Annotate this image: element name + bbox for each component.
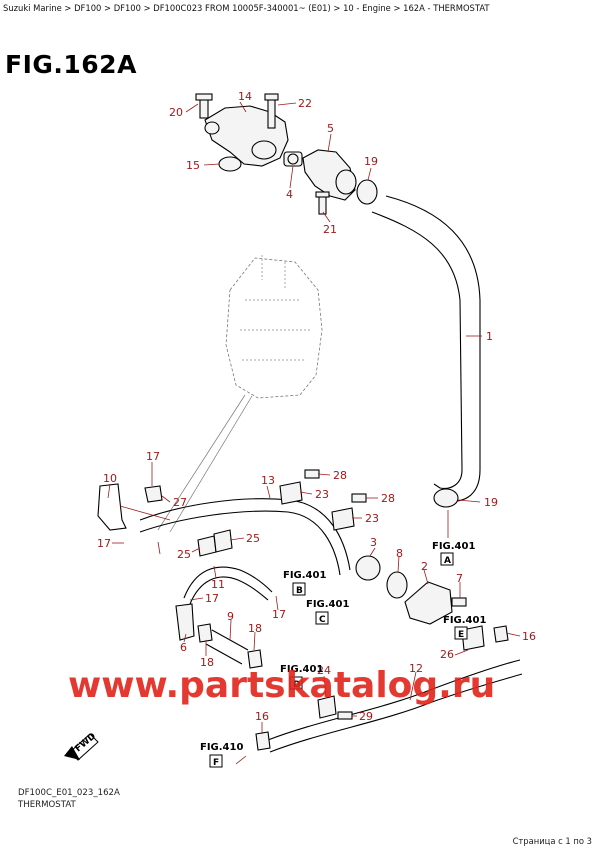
fig-ref-c[interactable]: FIG.401 C: [306, 599, 349, 625]
fig-ref-b[interactable]: FIG.401 B: [283, 570, 326, 596]
fig-ref-d[interactable]: FIG.401 D: [280, 664, 323, 690]
diagram-code: DF100C_E01_023_162A: [18, 788, 120, 798]
callout-21[interactable]: 21: [323, 223, 337, 236]
fig-ref-e[interactable]: FIG.401 E: [443, 615, 486, 640]
bolt-part-21: [315, 191, 330, 215]
clip-part-25-b: [213, 529, 233, 553]
thermostat-housing-part: [302, 149, 357, 201]
clamp-part-18-right: [247, 649, 263, 669]
callout-2[interactable]: 2: [421, 560, 428, 573]
clamp-part-19-lower: [433, 488, 459, 508]
fwd-arrow-icon: [64, 733, 99, 761]
svg-text:FIG.401: FIG.401: [432, 541, 475, 552]
callout-25-left[interactable]: 25: [177, 548, 191, 561]
callout-9[interactable]: 9: [227, 610, 234, 623]
svg-text:A: A: [444, 556, 451, 566]
callout-22[interactable]: 22: [298, 97, 312, 110]
bolt-part-29: [337, 711, 353, 720]
callout-6[interactable]: 6: [180, 641, 187, 654]
callout-17-a[interactable]: 17: [146, 450, 160, 463]
bolt-part-20: [195, 93, 213, 119]
cover-part-2: [404, 581, 453, 625]
callout-20[interactable]: 20: [169, 106, 183, 119]
gasket-part-15: [218, 156, 242, 172]
callout-8[interactable]: 8: [396, 547, 403, 560]
page-indicator: Страница с 1 по 3: [512, 836, 592, 846]
callout-23-lower[interactable]: 23: [365, 512, 379, 525]
callout-29[interactable]: 29: [359, 710, 373, 723]
callout-17-d[interactable]: 17: [272, 608, 286, 621]
callout-16-left[interactable]: 16: [255, 710, 269, 723]
fig-ref-a[interactable]: FIG.401 A: [432, 541, 475, 566]
clamp-part-19-upper: [356, 179, 378, 205]
hose-part-12: [267, 659, 523, 753]
callout-7[interactable]: 7: [456, 572, 463, 585]
callout-1[interactable]: 1: [486, 330, 493, 343]
leader-lines: [107, 101, 521, 765]
callout-24[interactable]: 24: [317, 664, 331, 677]
callout-3[interactable]: 3: [370, 536, 377, 549]
joint-part-6: [175, 603, 195, 641]
svg-text:B: B: [296, 586, 303, 596]
svg-text:C: C: [319, 615, 326, 625]
breadcrumb[interactable]: Suzuki Marine > DF100 > DF100 > DF100C02…: [3, 3, 490, 13]
svg-text:D: D: [293, 680, 300, 690]
bolt-part-7: [451, 597, 467, 607]
thermostat-cover-part: [204, 105, 289, 167]
callout-27[interactable]: 27: [173, 496, 187, 509]
hose-part-13: [139, 498, 351, 576]
fig-ref-f[interactable]: FIG.410 F: [200, 742, 243, 768]
hose-part-1: [371, 195, 481, 502]
engine-block-part: [157, 255, 323, 533]
callout-19-upper[interactable]: 19: [364, 155, 378, 168]
callout-15[interactable]: 15: [186, 159, 200, 172]
thermostat-part: [283, 151, 303, 167]
callout-17-b[interactable]: 17: [97, 537, 111, 550]
diagram-name: THERMOSTAT: [18, 800, 76, 810]
clip-part-23-lower: [331, 507, 355, 531]
bolt-part-28-lower: [351, 493, 367, 503]
callout-28-lower[interactable]: 28: [381, 492, 395, 505]
svg-text:FIG.401: FIG.401: [280, 664, 323, 675]
gasket-part-8: [386, 571, 408, 599]
svg-text:FIG.401: FIG.401: [443, 615, 486, 626]
svg-text:F: F: [213, 758, 219, 768]
hose-part-11: [183, 566, 273, 605]
callout-5[interactable]: 5: [327, 122, 334, 135]
bolt-part-28-upper: [304, 469, 320, 479]
clip-part-24: [317, 695, 337, 719]
callout-28-upper[interactable]: 28: [333, 469, 347, 482]
callout-23-upper[interactable]: 23: [315, 488, 329, 501]
callout-18-right[interactable]: 18: [248, 622, 262, 635]
pipe-part-10: [97, 483, 127, 531]
clip-part-25-a: [197, 535, 217, 557]
callout-14[interactable]: 14: [238, 90, 252, 103]
callout-17-c[interactable]: 17: [205, 592, 219, 605]
callout-10[interactable]: 10: [103, 472, 117, 485]
callout-4[interactable]: 4: [286, 188, 293, 201]
callout-12[interactable]: 12: [409, 662, 423, 675]
svg-text:FIG.410: FIG.410: [200, 742, 243, 753]
clamp-part-16-right: [493, 625, 509, 643]
clamp-part-16-left: [255, 731, 271, 751]
callout-11[interactable]: 11: [211, 578, 225, 591]
callout-13[interactable]: 13: [261, 474, 275, 487]
svg-text:FIG.401: FIG.401: [306, 599, 349, 610]
thermostat-part-3: [355, 555, 381, 581]
callout-19-lower[interactable]: 19: [484, 496, 498, 509]
clip-part-23-upper: [279, 481, 303, 505]
callout-16-right[interactable]: 16: [522, 630, 536, 643]
figure-title: FIG.162A: [5, 50, 137, 79]
bolt-part-22: [264, 93, 279, 129]
callout-numbers: 20 14 22 5 15 4 19 21 1 10 17 27 13 28 2…: [97, 90, 536, 723]
svg-text:E: E: [458, 630, 464, 640]
watermark-text: www.partskatalog.ru: [68, 665, 495, 706]
callout-18-left[interactable]: 18: [200, 656, 214, 669]
svg-text:FIG.401: FIG.401: [283, 570, 326, 581]
callout-26[interactable]: 26: [440, 648, 454, 661]
clamp-part-18-left: [197, 623, 213, 643]
callout-25-right[interactable]: 25: [246, 532, 260, 545]
clip-part-27: [144, 485, 163, 503]
